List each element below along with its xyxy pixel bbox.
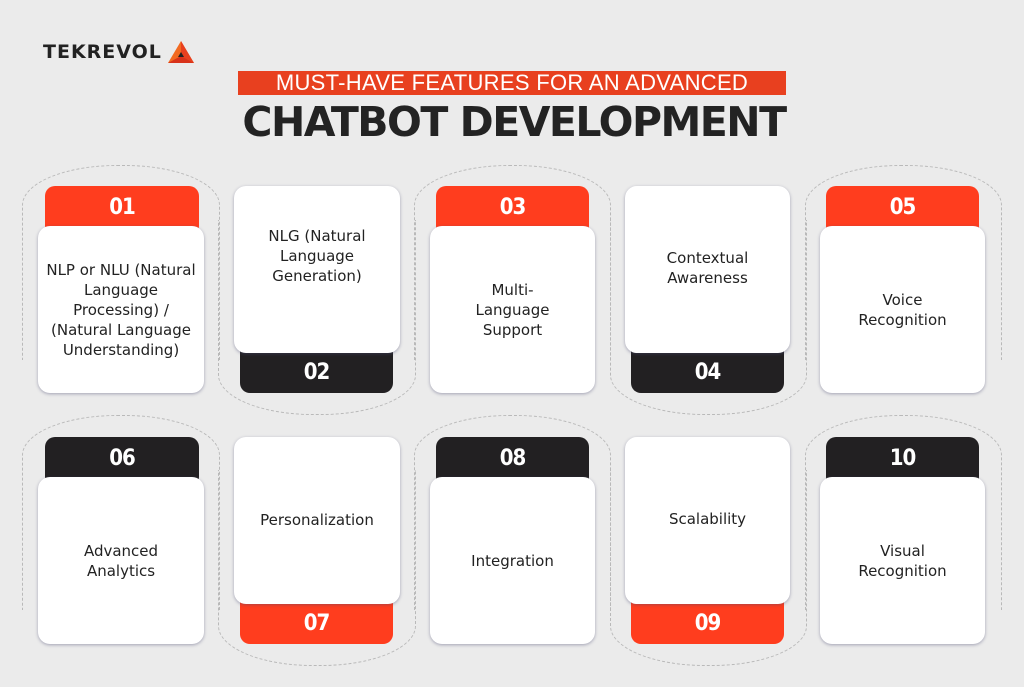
feature-card: Integration [430,477,595,644]
feature-number: 02 [303,360,331,385]
feature-label: Multi-Language Support [475,280,550,339]
feature-number: 03 [499,195,527,220]
subtitle: MUST-HAVE FEATURES FOR AN ADVANCED [275,70,749,95]
feature-label: NLG (Natural Language Generation) [268,227,366,285]
feature-card: Advanced Analytics [38,477,204,644]
feature-card: Contextual Awareness [625,186,790,353]
feature-label: NLP or NLU (Natural Language Processing)… [46,260,196,359]
feature-number: 04 [694,360,722,385]
feature-number: 06 [109,446,136,471]
feature-outline [805,415,1002,610]
feature-number: 01 [109,195,136,220]
triangle-logo-icon [167,41,194,63]
feature-card: Voice Recognition [820,226,985,393]
feature-number: 08 [499,446,527,471]
feature-label: Visual Recognition [858,541,947,580]
feature-outline [805,165,1002,360]
feature-label: Voice Recognition [858,290,947,329]
feature-card: Personalization [234,437,400,604]
feature-card: Scalability [625,437,790,604]
logo-text: TEKREVOL [43,41,162,63]
feature-label: Integration [471,551,554,570]
tekrevol-logo: TEKREVOL [43,40,194,64]
page-title: CHATBOT DEVELOPMENT [242,98,787,146]
feature-number: 10 [889,446,917,471]
feature-card: NLP or NLU (Natural Language Processing)… [38,226,204,393]
feature-card: NLG (Natural Language Generation) [234,186,400,353]
feature-number: 05 [889,195,917,220]
feature-card: Visual Recognition [820,477,985,644]
feature-number: 07 [303,611,331,636]
subtitle-band: MUST-HAVE FEATURES FOR AN ADVANCED [238,71,786,95]
feature-label: Advanced Analytics [83,541,159,580]
feature-number: 09 [694,611,722,636]
feature-card: Multi-Language Support [430,226,595,393]
feature-label: Contextual Awareness [666,249,749,287]
feature-label: Scalability [668,510,747,528]
feature-label: Personalization [260,511,374,529]
